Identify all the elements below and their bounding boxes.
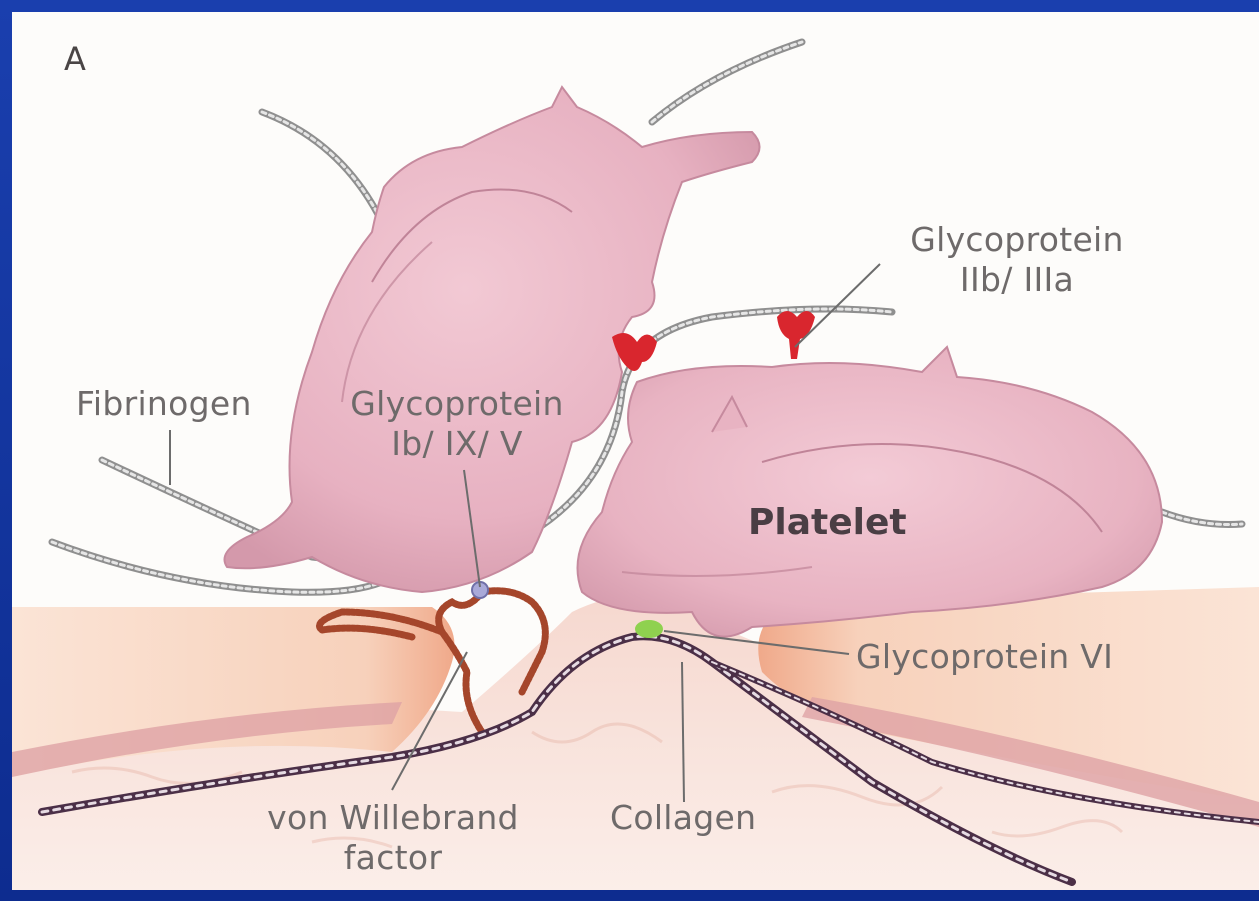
gp-ib-ix-v-label-line1: Glycoprotein	[342, 384, 572, 424]
gp-vi-label: Glycoprotein VI	[856, 637, 1113, 677]
collagen-label: Collagen	[610, 798, 756, 838]
panel-letter: A	[64, 40, 86, 78]
platelet-label: Platelet	[748, 502, 907, 543]
gp-ib-ix-v-label-line2: Ib/ IX/ V	[342, 424, 572, 464]
gp-ib-ix-v-label: Glycoprotein Ib/ IX/ V	[342, 384, 572, 464]
gp-iib-iiia-label-line2: IIb/ IIIa	[897, 260, 1137, 300]
vwf-label-line2: factor	[248, 838, 538, 878]
gp-vi-receptor	[635, 620, 663, 638]
diagram-panel: A Platelet Fibrinogen Glycoprotein Ib/ I…	[12, 12, 1259, 890]
fibrinogen-label: Fibrinogen	[76, 384, 252, 424]
vwf-label: von Willebrand factor	[248, 798, 538, 878]
vwf-label-line1: von Willebrand	[248, 798, 538, 838]
platelet-adhesion-illustration	[12, 12, 1259, 890]
gp-iib-iiia-label: Glycoprotein IIb/ IIIa	[897, 220, 1137, 300]
platelet-lower	[578, 347, 1163, 637]
gp-iib-iiia-label-line1: Glycoprotein	[897, 220, 1137, 260]
